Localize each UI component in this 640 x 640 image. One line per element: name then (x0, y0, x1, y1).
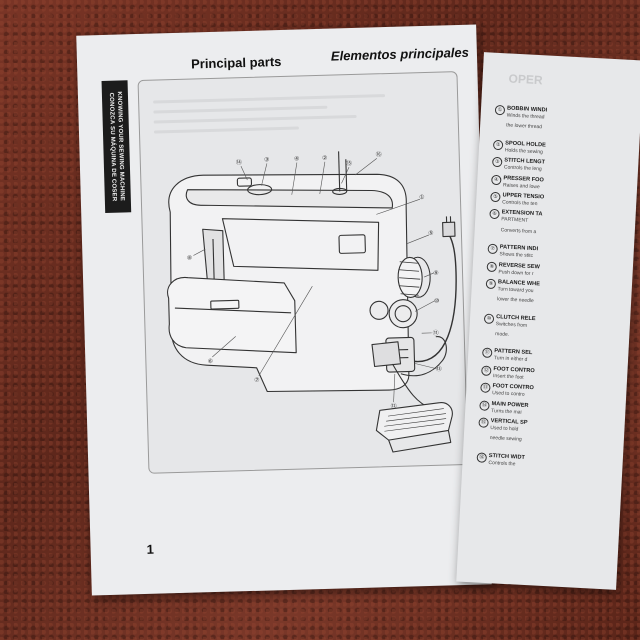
callout-7: ① (419, 194, 425, 201)
part-number: ⑭ (479, 400, 490, 411)
part-number: ⑩ (483, 313, 495, 324)
callout-3: ④ (294, 156, 300, 163)
page-title-spanish: Elementos principales (330, 44, 470, 64)
callout-1: ⑭ (236, 158, 242, 166)
callout-10: ⑩ (434, 298, 440, 305)
callout-15: ⑥ (208, 358, 214, 365)
part-number: ② (492, 139, 504, 151)
sewing-machine-illustration: ⑭ ③ ④ ② ⑮ ⑯ ① ⑤ ⑨ ⑩ ⑪ ⑬ ⑫ ⑦ ⑥ ⑧ (167, 150, 457, 453)
part-number: ⑦ (487, 243, 498, 255)
part-number: ⑬ (480, 382, 491, 394)
callout-16: ⑧ (187, 255, 193, 262)
part-number: ③ (491, 156, 503, 168)
callout-8: ⑤ (428, 230, 434, 237)
part-number: ⑤ (490, 191, 501, 203)
part-number: ⑨ (485, 278, 497, 290)
part-number: ⑧ (486, 261, 498, 272)
part-number: ④ (491, 174, 502, 185)
callout-9: ⑨ (433, 270, 439, 277)
right-page-heading: OPER (508, 71, 543, 88)
callout-2: ③ (264, 156, 270, 163)
callout-14: ⑦ (254, 377, 260, 384)
callout-12: ⑬ (436, 365, 442, 373)
callout-13: ⑫ (391, 402, 397, 410)
sewing-machine-diagram: ⑭ ③ ④ ② ⑮ ⑯ ① ⑤ ⑨ ⑩ ⑪ ⑬ ⑫ ⑦ ⑥ ⑧ (137, 71, 469, 474)
part-number: ⑯ (476, 452, 488, 463)
part-number: ⑪ (481, 347, 493, 359)
part-number: ⑮ (478, 417, 489, 428)
callout-6: ⑯ (376, 150, 382, 158)
part-number: ⑥ (489, 209, 500, 220)
part-number: ① (494, 104, 506, 116)
manual-left-page: KNOWING YOUR SEWING MACHINE CONOZCA SU M… (76, 24, 492, 596)
page-number: 1 (146, 541, 155, 557)
part-number: ⑫ (481, 365, 492, 376)
callout-11: ⑪ (433, 329, 439, 337)
callout-4: ② (322, 155, 328, 162)
callout-5: ⑮ (346, 159, 352, 167)
section-side-tab: KNOWING YOUR SEWING MACHINE CONOZCA SU M… (101, 80, 132, 213)
page-title-english: Principal parts (190, 53, 282, 72)
